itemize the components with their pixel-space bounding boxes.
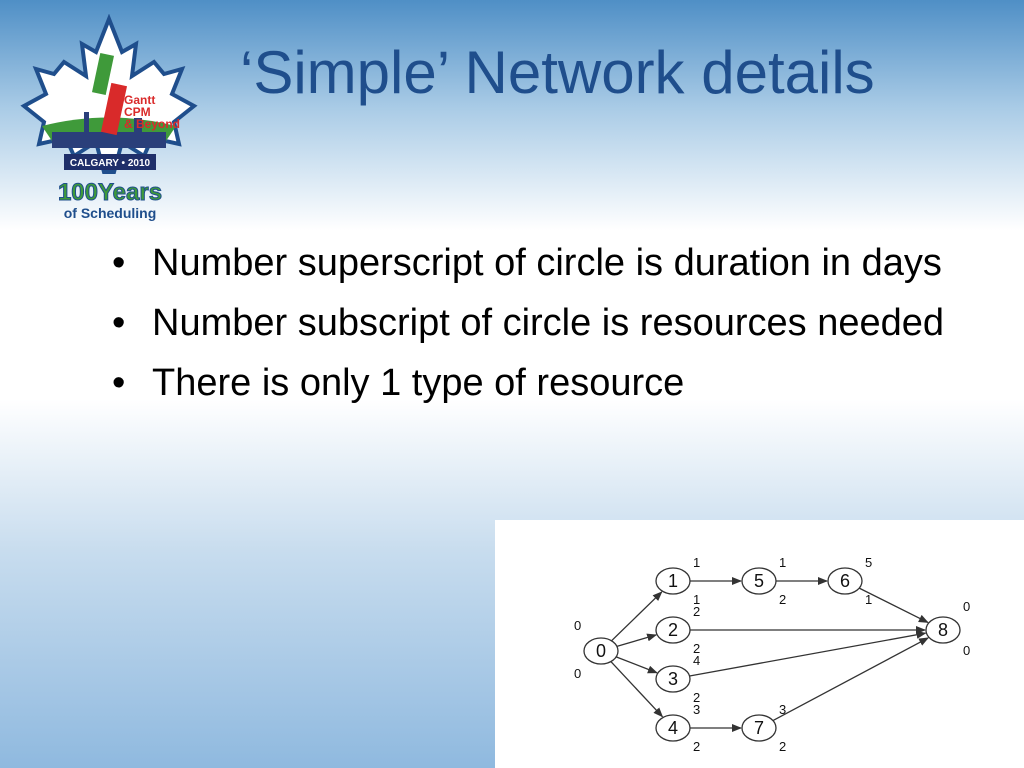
bullet-item: • Number superscript of circle is duratio… [112, 240, 962, 286]
svg-text:100Years: 100Years [58, 179, 162, 206]
node-resources-subscript: 2 [693, 690, 700, 705]
node-circle [827, 567, 863, 595]
node-circle [925, 616, 961, 644]
node-duration-superscript: 0 [963, 599, 970, 614]
node-duration-superscript: 4 [693, 653, 700, 668]
node-resources-subscript: 0 [574, 666, 581, 681]
maple-leaf-logo-icon: Gantt CPM & Beyond CALGARY • 2010 100Yea… [20, 13, 198, 221]
node-resources-subscript: 1 [865, 592, 872, 607]
node-circle [655, 567, 691, 595]
bullet-item: • Number subscript of circle is resources… [112, 300, 962, 346]
bullet-text: Number subscript of circle is resources … [152, 302, 945, 344]
node-4: 43 2 [655, 702, 700, 754]
node-resources-subscript: 1 [693, 592, 700, 607]
node-label: 7 [754, 718, 764, 738]
node-3: 34 2 [655, 653, 700, 705]
node-label: 6 [840, 571, 850, 591]
bullet-item: • There is only 1 type of resource [112, 360, 962, 406]
node-duration-superscript: 3 [693, 702, 700, 717]
node-label: 4 [668, 718, 678, 738]
node-resources-subscript: 0 [963, 643, 970, 658]
edge-0-1 [611, 591, 663, 642]
node-circle [655, 616, 691, 644]
svg-text:CALGARY • 2010: CALGARY • 2010 [70, 158, 151, 169]
node-label: 5 [754, 571, 764, 591]
edge-6-8 [858, 587, 929, 624]
node-duration-superscript: 5 [865, 555, 872, 570]
edge-0-2 [616, 633, 658, 647]
node-duration-superscript: 3 [779, 702, 786, 717]
edge-7-8 [772, 637, 930, 722]
node-7: 73 2 [741, 702, 786, 754]
node-circle [655, 665, 691, 693]
node-label: 0 [596, 641, 606, 661]
edge-0-4 [610, 661, 664, 718]
svg-text:& Beyond: & Beyond [124, 117, 180, 131]
node-label: 8 [938, 620, 948, 640]
node-8: 80 0 [925, 599, 970, 658]
node-resources-subscript: 2 [693, 641, 700, 656]
node-0: 000 [574, 618, 619, 681]
edge-3-8 [689, 630, 927, 677]
bullet-marker: • [112, 302, 126, 344]
node-resources-subscript: 2 [693, 739, 700, 754]
node-duration-superscript: 0 [574, 618, 581, 633]
bullet-text: There is only 1 type of resource [152, 362, 685, 404]
node-circle [741, 714, 777, 742]
node-label: 2 [668, 620, 678, 640]
node-label: 1 [668, 571, 678, 591]
svg-text:Gantt: Gantt [124, 93, 155, 107]
node-duration-superscript: 1 [779, 555, 786, 570]
node-circle [583, 637, 619, 665]
node-circle [741, 567, 777, 595]
slide-title: ‘Simple’ Network details [240, 39, 875, 106]
node-resources-subscript: 2 [779, 592, 786, 607]
svg-text:of Scheduling: of Scheduling [64, 205, 157, 221]
node-resources-subscript: 2 [779, 739, 786, 754]
bullet-list: • Number superscript of circle is duratio… [112, 240, 962, 420]
node-duration-superscript: 1 [693, 555, 700, 570]
node-5: 51 2 [741, 555, 786, 607]
node-2: 222 [655, 604, 700, 656]
bullet-marker: • [112, 242, 126, 284]
node-duration-superscript: 2 [693, 604, 700, 619]
node-label: 3 [668, 669, 678, 689]
conference-logo: Gantt CPM & Beyond CALGARY • 2010 100Yea… [14, 13, 204, 226]
edges-layer [610, 577, 930, 732]
node-circle [655, 714, 691, 742]
edge-0-3 [615, 656, 658, 674]
bullet-marker: • [112, 362, 126, 404]
svg-text:CPM: CPM [124, 105, 151, 119]
bullet-text: Number superscript of circle is duration… [152, 242, 942, 284]
node-6: 65 1 [827, 555, 872, 607]
node-1: 111 [655, 555, 700, 607]
